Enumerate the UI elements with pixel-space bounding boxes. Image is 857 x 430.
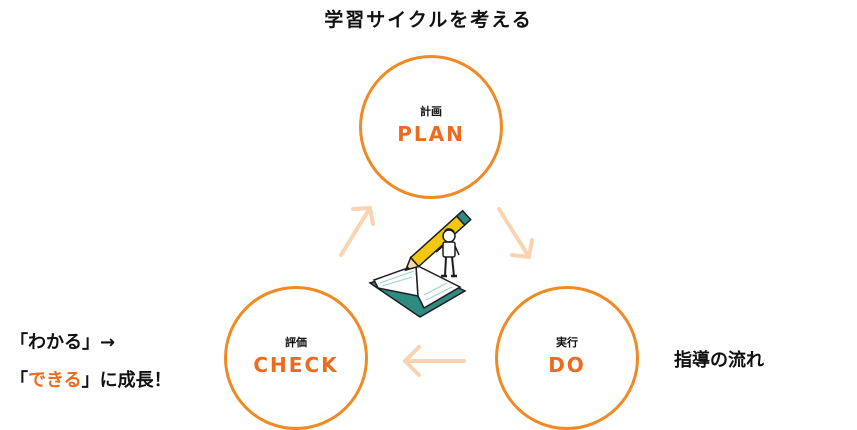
left-text-accent: できる (28, 370, 82, 391)
left-text-line1: 「わかる」→ (10, 332, 116, 353)
arrow-left-icon (403, 345, 466, 377)
page-title: 学習サイクルを考える (324, 9, 533, 31)
check-circle: 評価 CHECK (224, 286, 368, 430)
do-label-ja: 実行 (556, 336, 578, 349)
left-text-line2: 「できる」に成長！ (10, 366, 172, 392)
plan-circle: 計画 PLAN (359, 55, 503, 199)
check-label: CHECK (253, 353, 339, 377)
check-label-ja: 評価 (285, 336, 307, 349)
arrow-up-right-icon (339, 206, 375, 257)
left-text-open: 「 (10, 370, 28, 391)
plan-label: PLAN (397, 122, 465, 146)
pencil-person-book-illustration (368, 209, 472, 318)
arrow-down-right-icon (497, 207, 534, 259)
do-label: DO (548, 353, 586, 377)
plan-label-ja: 計画 (420, 105, 442, 118)
right-text: 指導の流れ (674, 350, 764, 371)
left-text-rest: 」に成長！ (81, 370, 172, 391)
do-circle: 実行 DO (495, 286, 639, 430)
